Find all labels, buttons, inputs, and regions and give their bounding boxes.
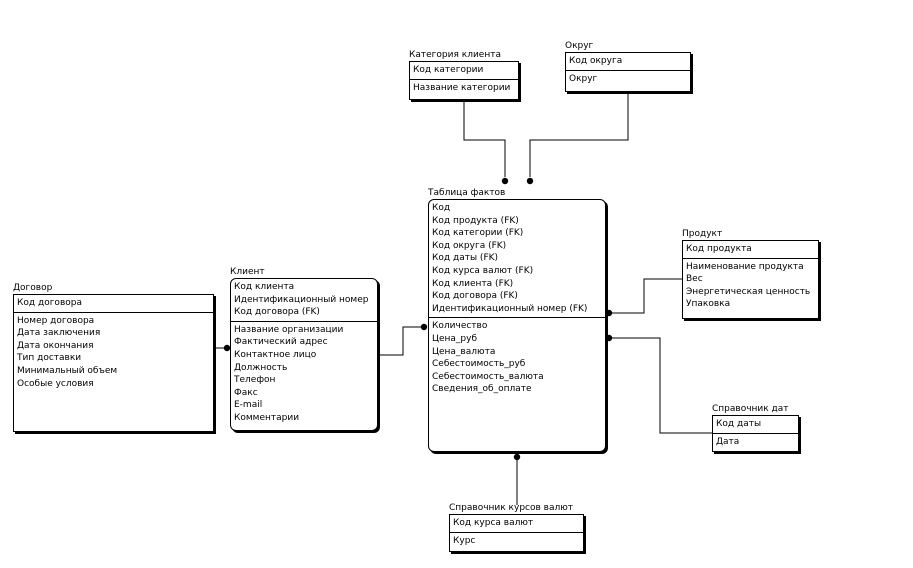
- entity-title: Округ: [565, 41, 594, 51]
- attribute: Фактический адрес: [234, 337, 328, 348]
- attribute: Количество: [432, 321, 488, 332]
- entity-box: Код Код продукта (FK) Код категории (FK)…: [428, 199, 606, 452]
- attribute: Цена_руб: [432, 333, 478, 344]
- entity-dates[interactable]: Справочник дат Код даты Дата: [712, 404, 799, 452]
- key-attribute: Идентификационный номер (FK): [432, 303, 588, 314]
- attribute: Себестоимость_руб: [432, 359, 526, 370]
- key-attribute: Код: [432, 203, 451, 213]
- attribute-section: Номер договора Дата заключения Дата окон…: [14, 313, 213, 393]
- link-product-facts: [610, 278, 683, 314]
- attribute: Контактное лицо: [234, 349, 317, 360]
- entity-title: Справочник дат: [712, 404, 789, 414]
- attribute: Цена_валюта: [432, 346, 496, 357]
- attribute-section: Дата: [713, 434, 798, 451]
- link-end-dot: [605, 309, 613, 317]
- link-end-dot: [605, 334, 613, 342]
- attribute-section: Округ: [566, 71, 690, 88]
- attribute: Себестоимость_валюта: [432, 371, 544, 382]
- attribute: Дата: [716, 436, 740, 447]
- entity-box: Код округа Округ: [565, 52, 691, 92]
- key-section: Код клиента Идентификационный номер Код …: [231, 279, 377, 322]
- key-section: Код договора: [14, 295, 213, 313]
- entity-title: Справочник курсов валют: [449, 503, 574, 513]
- key-section: Код Код продукта (FK) Код категории (FK)…: [429, 200, 605, 319]
- key-attribute: Код категории (FK): [432, 228, 524, 239]
- attribute: Вес: [686, 274, 703, 285]
- entity-box: Код продукта Наименование продукта Вес Э…: [682, 240, 819, 319]
- key-attribute: Код договора (FK): [432, 291, 518, 302]
- entity-contract[interactable]: Договор Код договора Номер договора Дата…: [13, 283, 214, 432]
- link-end-dot: [526, 177, 534, 185]
- attribute: Дата заключения: [17, 328, 101, 339]
- entity-currency[interactable]: Справочник курсов валют Код курса валют …: [449, 503, 584, 552]
- entity-client[interactable]: Клиент Код клиента Идентификационный ном…: [230, 267, 378, 431]
- key-attribute: Код клиента: [234, 282, 295, 292]
- key-attribute: Код договора: [17, 298, 82, 308]
- key-attribute: Код курса валют: [453, 518, 534, 528]
- attribute: Название категории: [413, 82, 511, 93]
- attribute: Округ: [569, 73, 598, 84]
- attribute: E-mail: [234, 400, 263, 411]
- attribute: Курс: [453, 535, 476, 546]
- entity-box: Код даты Дата: [712, 415, 799, 452]
- link-end-dot: [513, 453, 521, 461]
- entity-title: Продукт: [682, 229, 723, 239]
- link-client-facts: [380, 326, 424, 356]
- attribute: Наименование продукта: [686, 261, 804, 272]
- key-attribute: Код даты (FK): [432, 253, 499, 264]
- key-attribute: Код курса валют (FK): [432, 265, 534, 276]
- attribute: Номер договора: [17, 315, 95, 326]
- key-attribute: Код продукта: [686, 244, 752, 254]
- attribute: Энергетическая ценность: [686, 286, 811, 297]
- attribute-section: Наименование продукта Вес Энергетическая…: [683, 259, 818, 313]
- attribute-section: Курс: [450, 533, 583, 550]
- key-attribute: Код клиента (FK): [432, 278, 514, 289]
- entity-title: Договор: [13, 283, 53, 293]
- key-attribute: Код договора (FK): [234, 307, 320, 318]
- attribute: Особые условия: [17, 378, 94, 389]
- entity-title: Клиент: [230, 267, 265, 277]
- entity-product[interactable]: Продукт Код продукта Наименование продук…: [682, 229, 819, 319]
- link-okrug-facts: [529, 92, 629, 177]
- key-attribute: Код даты: [716, 419, 762, 429]
- key-section: Код категории: [410, 62, 518, 80]
- key-section: Код округа: [566, 53, 690, 71]
- entity-category[interactable]: Категория клиента Код категории Название…: [409, 50, 519, 100]
- attribute: Название организации: [234, 324, 344, 335]
- key-attribute: Код продукта (FK): [432, 215, 519, 226]
- attribute: Факс: [234, 387, 258, 398]
- attribute: Сведения_об_оплате: [432, 384, 532, 395]
- entity-box: Код договора Номер договора Дата заключе…: [13, 294, 214, 432]
- key-section: Код курса валют: [450, 515, 583, 533]
- entity-box: Код категории Название категории: [409, 61, 519, 100]
- link-dates-facts: [610, 337, 713, 434]
- key-attribute: Код округа (FK): [432, 240, 507, 251]
- entity-title: Категория клиента: [409, 50, 501, 60]
- attribute: Тип доставки: [17, 353, 82, 364]
- link-category-facts: [463, 99, 506, 177]
- key-attribute: Код категории: [413, 65, 484, 75]
- attribute: Упаковка: [686, 299, 731, 310]
- link-end-dot: [501, 177, 509, 185]
- entity-box: Код клиента Идентификационный номер Код …: [230, 278, 378, 431]
- entity-box: Код курса валют Курс: [449, 514, 584, 552]
- key-attribute: Код округа: [569, 56, 623, 66]
- link-end-dot: [420, 323, 428, 331]
- attribute-section: Название категории: [410, 80, 518, 97]
- attribute-section: Количество Цена_руб Цена_валюта Себестои…: [429, 318, 605, 398]
- attribute: Должность: [234, 362, 288, 373]
- attribute: Минимальный объем: [17, 365, 118, 376]
- attribute-section: Название организации Фактический адрес К…: [231, 322, 377, 427]
- attribute: Комментарии: [234, 412, 300, 423]
- key-section: Код даты: [713, 416, 798, 434]
- entity-facts[interactable]: Таблица фактов Код Код продукта (FK) Код…: [428, 188, 606, 452]
- attribute: Телефон: [234, 375, 276, 386]
- attribute: Дата окончания: [17, 340, 94, 351]
- entity-title: Таблица фактов: [428, 188, 506, 198]
- entity-okrug[interactable]: Округ Код округа Округ: [565, 41, 691, 92]
- link-end-dot: [223, 344, 231, 352]
- key-attribute: Идентификационный номер: [234, 294, 369, 305]
- key-section: Код продукта: [683, 241, 818, 259]
